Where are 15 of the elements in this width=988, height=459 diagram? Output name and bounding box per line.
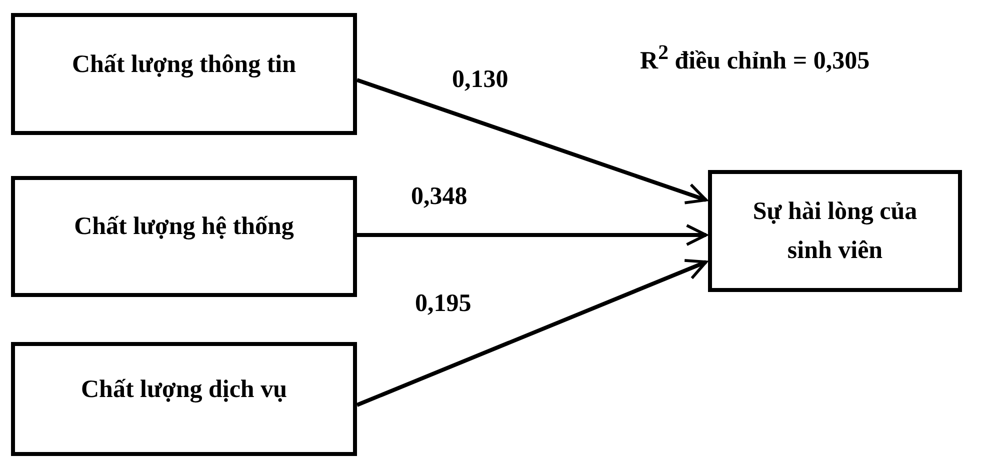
r-squared-note: R$^{2}$ điều chỉnh = 0,305 — [640, 40, 870, 76]
arrow — [356, 78, 708, 204]
coefficient-label: 0,348 — [411, 183, 468, 211]
coefficient-label: 0,195 — [415, 290, 472, 318]
concept-box — [11, 176, 357, 297]
arrow — [357, 224, 708, 246]
concept-label: Chất lượng thông tin — [70, 50, 298, 80]
concept-box — [11, 342, 357, 456]
coefficient-label: 0,130 — [452, 66, 508, 94]
concept-box — [11, 13, 357, 135]
concept-box — [708, 170, 962, 292]
concept-label: Chất lượng dịch vụ — [80, 374, 288, 404]
arrow — [356, 258, 708, 407]
concept-label: Chất lượng hệ thống — [73, 212, 295, 242]
concept-label: Sự hài lòng của sinh viên — [752, 197, 918, 266]
